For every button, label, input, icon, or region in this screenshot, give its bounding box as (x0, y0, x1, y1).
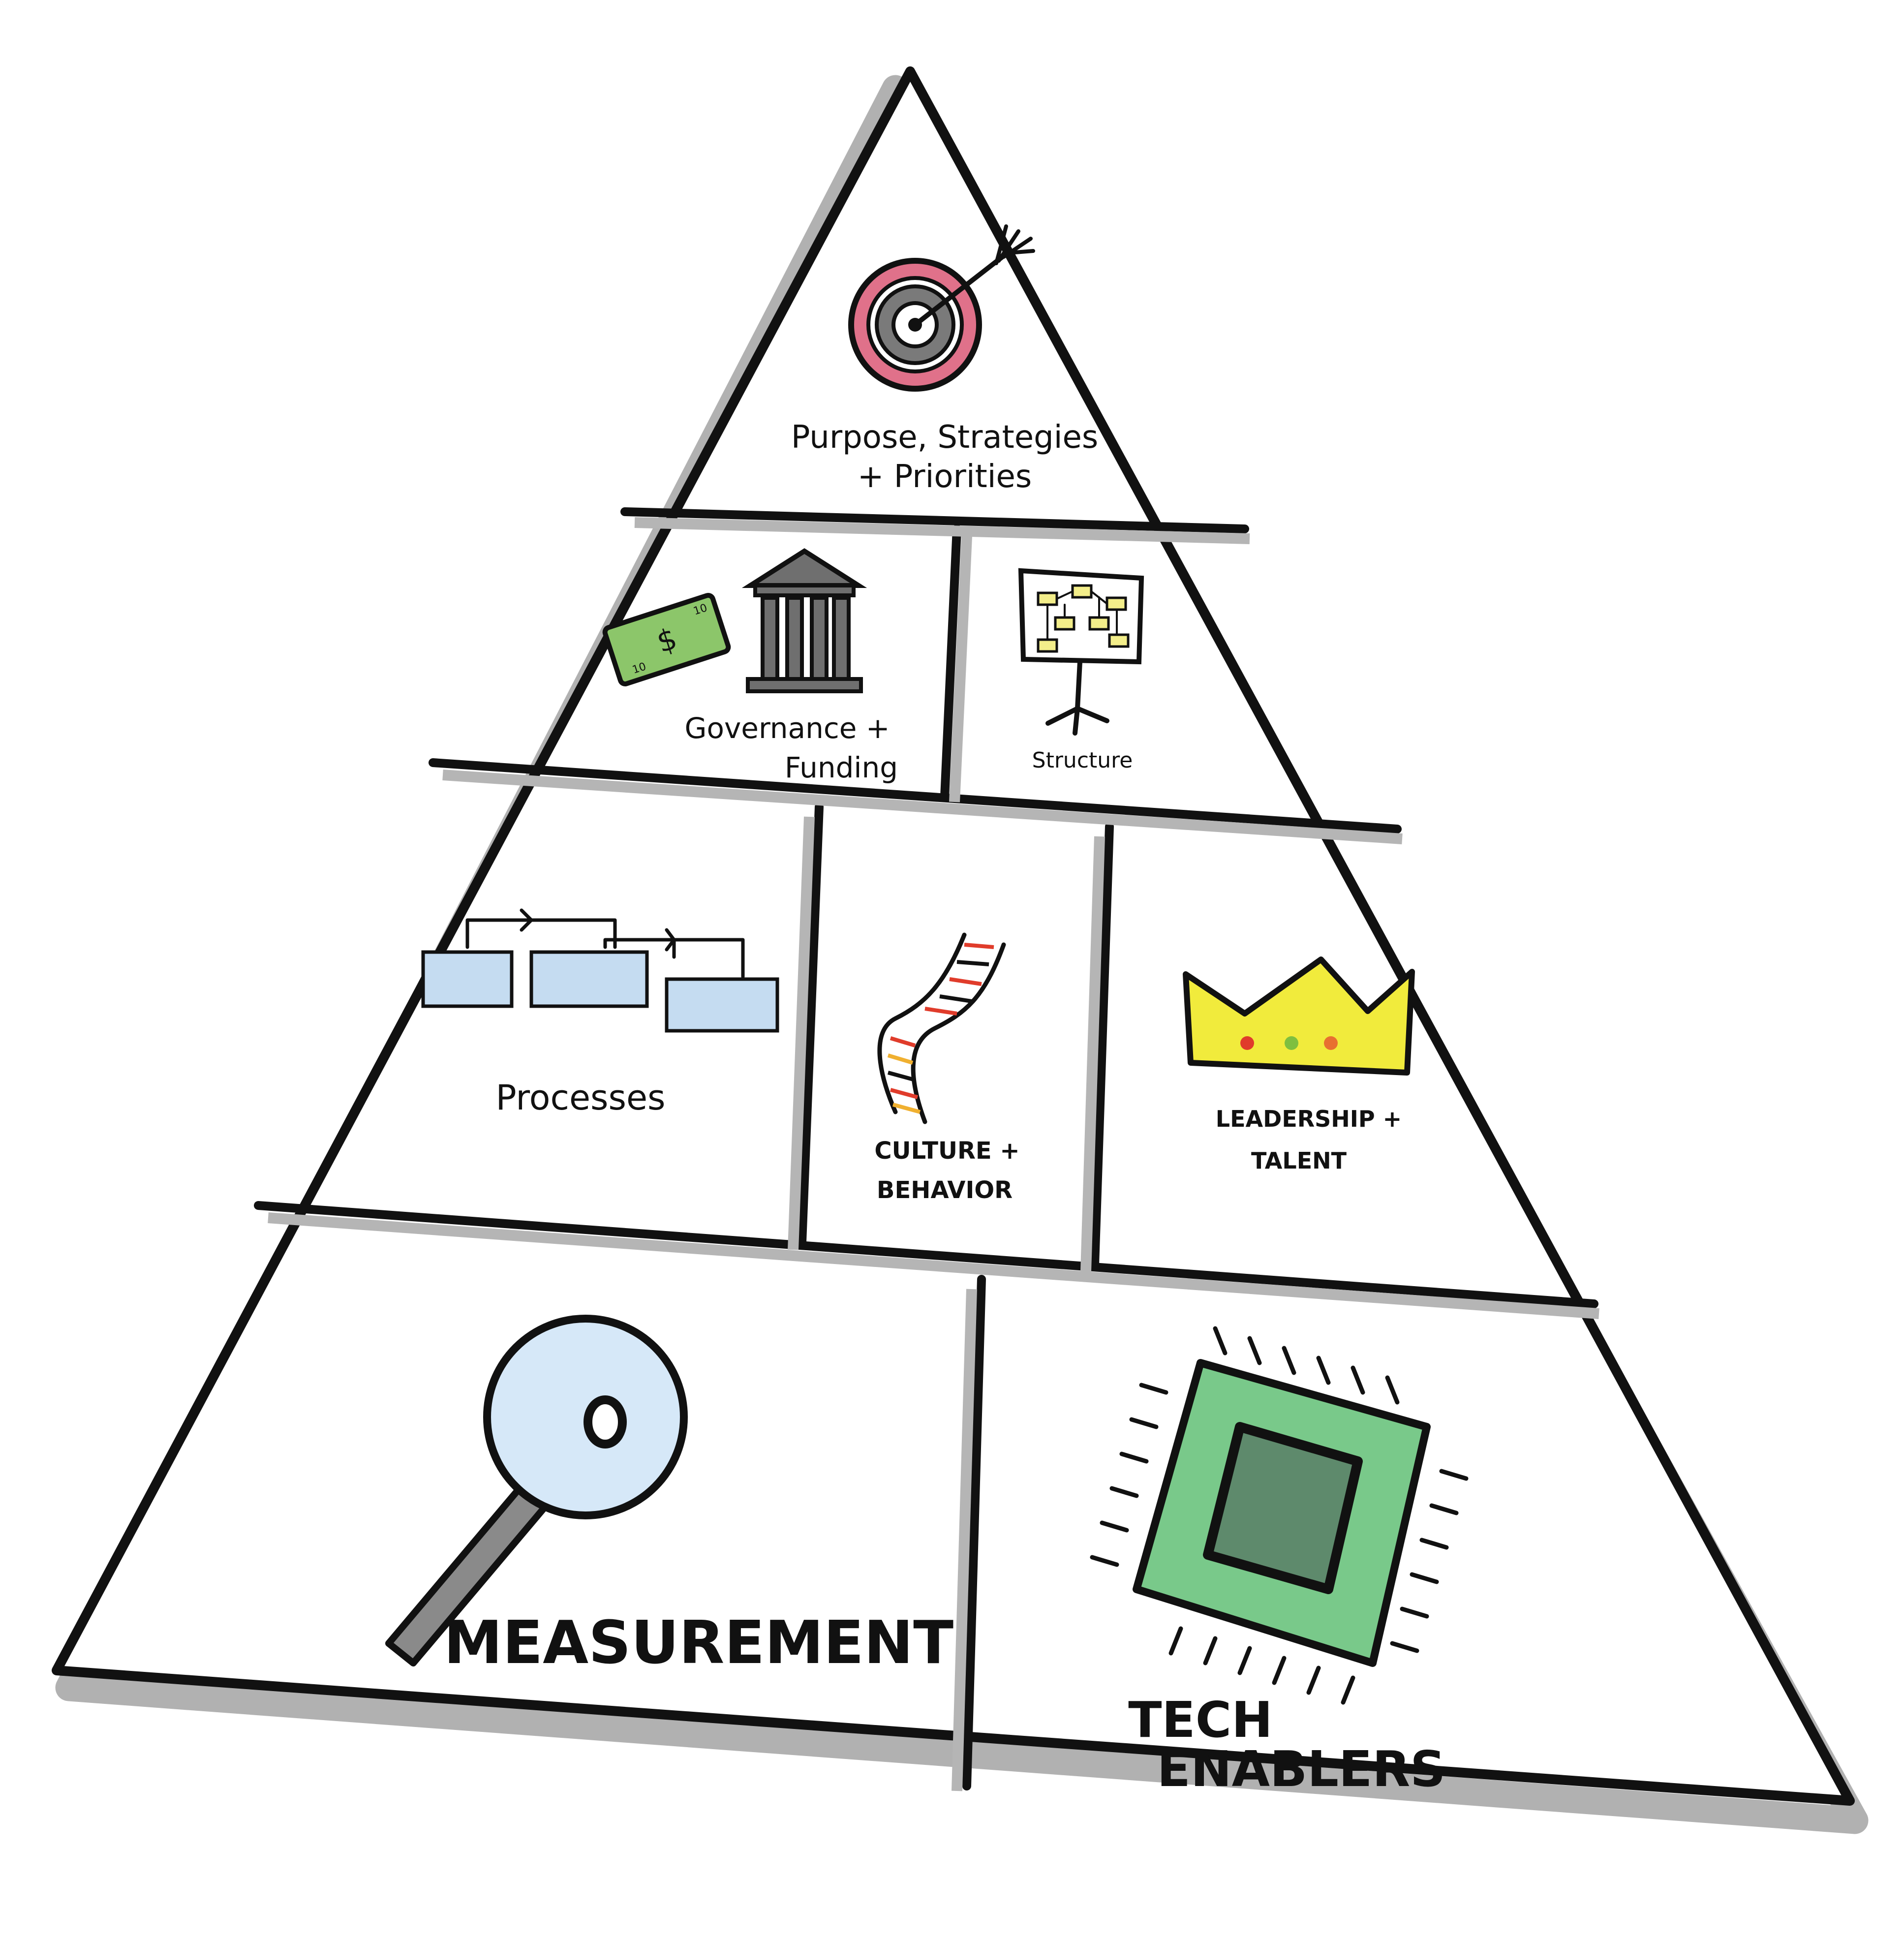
culture-label-line-2: BEHAVIOR (877, 1176, 1013, 1204)
microchip-icon (1090, 1326, 1469, 1705)
tier-divider-1 (620, 507, 1249, 533)
bank-building-icon (741, 548, 867, 693)
divider-culture-leadership (1090, 822, 1114, 1269)
process-flow-icon (421, 908, 779, 1033)
measurement-label: MEASUREMENT (444, 1609, 953, 1677)
leadership-label: LEADERSHIP + TALENT (1216, 1106, 1402, 1174)
tier-divider-2 (429, 758, 1402, 833)
governance-label-line-2: Funding (785, 751, 898, 784)
org-chart-easel-icon (1018, 568, 1144, 736)
culture-label: CULTURE + BEHAVIOR (874, 1137, 1019, 1204)
purpose-label-line-2: + Priorities (858, 459, 1032, 495)
dna-helix-icon (877, 932, 1006, 1124)
purpose-label-line-1: Purpose, Strategies (791, 419, 1098, 456)
tech-label: TECH ENABLERS (1128, 1691, 1445, 1798)
divider-processes-culture (798, 802, 824, 1247)
crown-icon (1183, 956, 1415, 1076)
magnifying-glass-icon (385, 1315, 688, 1666)
structure-label: Structure (1032, 748, 1133, 773)
money-and-bank-icon: $ 10 10 (602, 548, 867, 693)
tech-label-line-1: TECH (1128, 1691, 1273, 1749)
tier-divider-3 (254, 1201, 1598, 1308)
processes-label: Processes (495, 1078, 665, 1118)
tech-label-line-2: ENABLERS (1157, 1740, 1446, 1798)
divider-governance-structure (940, 524, 961, 802)
leadership-label-line-1: LEADERSHIP + (1216, 1106, 1402, 1132)
leadership-label-line-2: TALENT (1251, 1147, 1347, 1174)
culture-label-line-1: CULTURE + (874, 1137, 1019, 1165)
money-bill-icon: $ 10 10 (602, 593, 731, 686)
governance-label: Governance + Funding (685, 711, 898, 784)
divider-measurement-tech (962, 1275, 986, 1790)
target-with-arrow-icon (848, 224, 1035, 392)
purpose-label: Purpose, Strategies + Priorities (791, 419, 1098, 495)
governance-label-line-1: Governance + (685, 711, 890, 745)
